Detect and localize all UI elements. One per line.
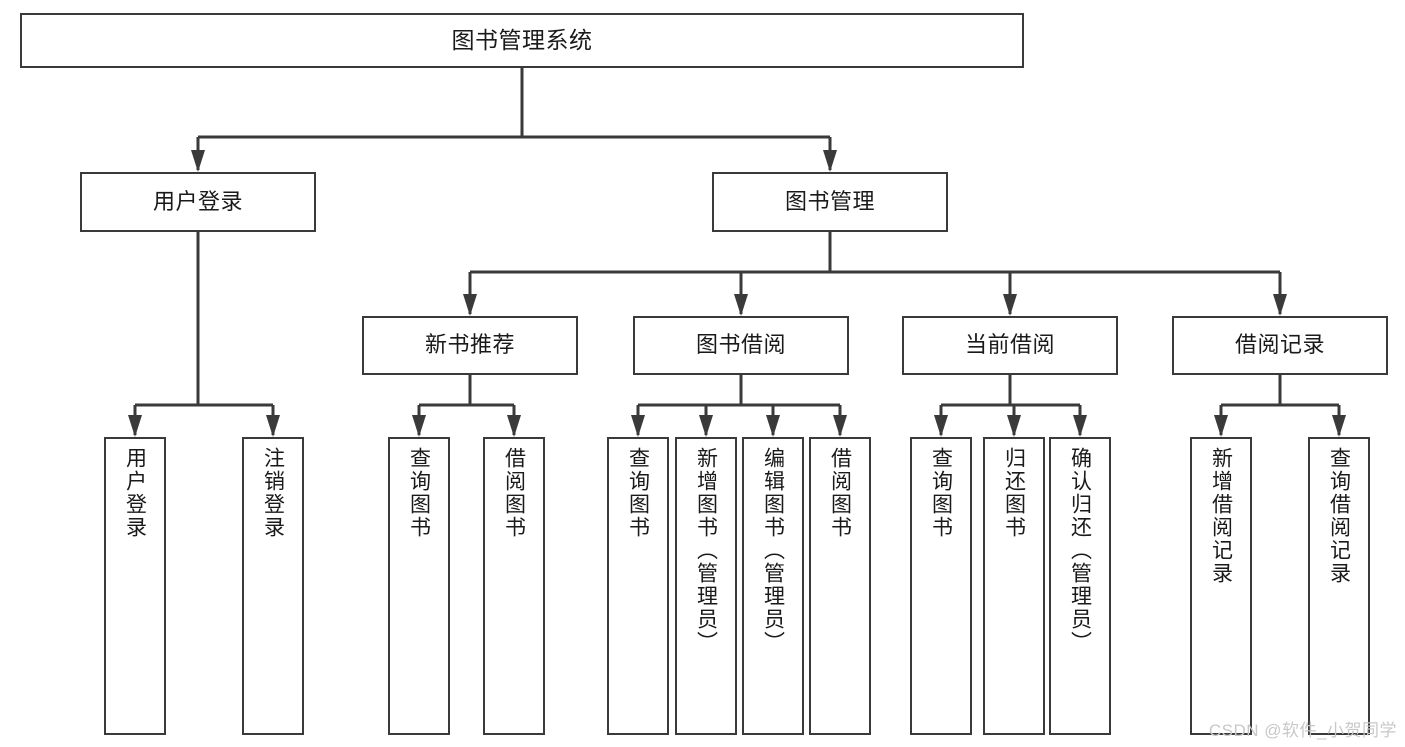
node-leaf-new-1[interactable]: 查询图书 (388, 437, 450, 735)
node-label: 用户登录 (152, 188, 243, 214)
node-leaf-borrow-4[interactable]: 借阅图书 (809, 437, 871, 735)
node-label: 借阅图书 (828, 447, 852, 539)
node-label: 新增图书（管理员） (694, 447, 718, 654)
node-leaf-login-1[interactable]: 用户登录 (104, 437, 166, 735)
arrowhead-icon (823, 150, 837, 172)
arrowhead-icon (507, 415, 521, 437)
arrowhead-icon (128, 415, 142, 437)
node-leaf-borrow-2[interactable]: 新增图书（管理员） (675, 437, 737, 735)
arrowhead-icon (766, 415, 780, 437)
node-borrow[interactable]: 图书借阅 (633, 316, 849, 375)
arrowhead-icon (1073, 415, 1087, 437)
node-records[interactable]: 借阅记录 (1172, 316, 1388, 375)
arrowhead-icon (412, 415, 426, 437)
node-bookmgmt[interactable]: 图书管理 (712, 172, 948, 232)
node-label: 归还图书 (1002, 447, 1026, 539)
node-leaf-new-2[interactable]: 借阅图书 (483, 437, 545, 735)
node-label: 查询图书 (407, 447, 431, 539)
arrowhead-icon (1214, 415, 1228, 437)
node-leaf-borrow-3[interactable]: 编辑图书（管理员） (742, 437, 804, 735)
node-label: 确认归还（管理员） (1068, 447, 1092, 654)
node-newbook[interactable]: 新书推荐 (362, 316, 578, 375)
node-label: 注销登录 (261, 447, 285, 539)
arrowhead-icon (631, 415, 645, 437)
node-leaf-rec-2[interactable]: 查询借阅记录 (1308, 437, 1370, 735)
node-leaf-login-2[interactable]: 注销登录 (242, 437, 304, 735)
node-leaf-cur-2[interactable]: 归还图书 (983, 437, 1045, 735)
arrowhead-icon (191, 150, 205, 172)
node-label: 查询图书 (929, 447, 953, 539)
node-label: 新书推荐 (424, 332, 515, 358)
watermark: CSDN @软件_小贺同学 (1208, 721, 1397, 740)
arrowhead-icon (1007, 415, 1021, 437)
arrowhead-icon (1003, 294, 1017, 316)
node-label: 借阅图书 (502, 447, 526, 539)
arrowhead-icon (266, 415, 280, 437)
node-label: 当前借阅 (964, 332, 1055, 358)
arrowhead-icon (1332, 415, 1346, 437)
arrowhead-icon (934, 415, 948, 437)
node-label: 查询借阅记录 (1327, 447, 1351, 585)
node-leaf-cur-3[interactable]: 确认归还（管理员） (1049, 437, 1111, 735)
node-label: 用户登录 (123, 447, 147, 539)
node-leaf-cur-1[interactable]: 查询图书 (910, 437, 972, 735)
node-label: 新增借阅记录 (1209, 447, 1233, 585)
arrowhead-icon (699, 415, 713, 437)
node-leaf-borrow-1[interactable]: 查询图书 (607, 437, 669, 735)
node-label: 借阅记录 (1234, 332, 1325, 358)
node-label: 编辑图书（管理员） (761, 447, 785, 654)
node-label: 图书借阅 (695, 332, 786, 358)
arrowhead-icon (734, 294, 748, 316)
arrowhead-icon (1273, 294, 1287, 316)
node-root[interactable]: 图书管理系统 (20, 13, 1024, 68)
node-label: 查询图书 (626, 447, 650, 539)
node-current[interactable]: 当前借阅 (902, 316, 1118, 375)
arrowhead-icon (833, 415, 847, 437)
node-label: 图书管理 (784, 188, 875, 214)
arrowhead-icon (463, 294, 477, 316)
node-login[interactable]: 用户登录 (80, 172, 316, 232)
node-label: 图书管理系统 (451, 26, 593, 53)
node-leaf-rec-1[interactable]: 新增借阅记录 (1190, 437, 1252, 735)
